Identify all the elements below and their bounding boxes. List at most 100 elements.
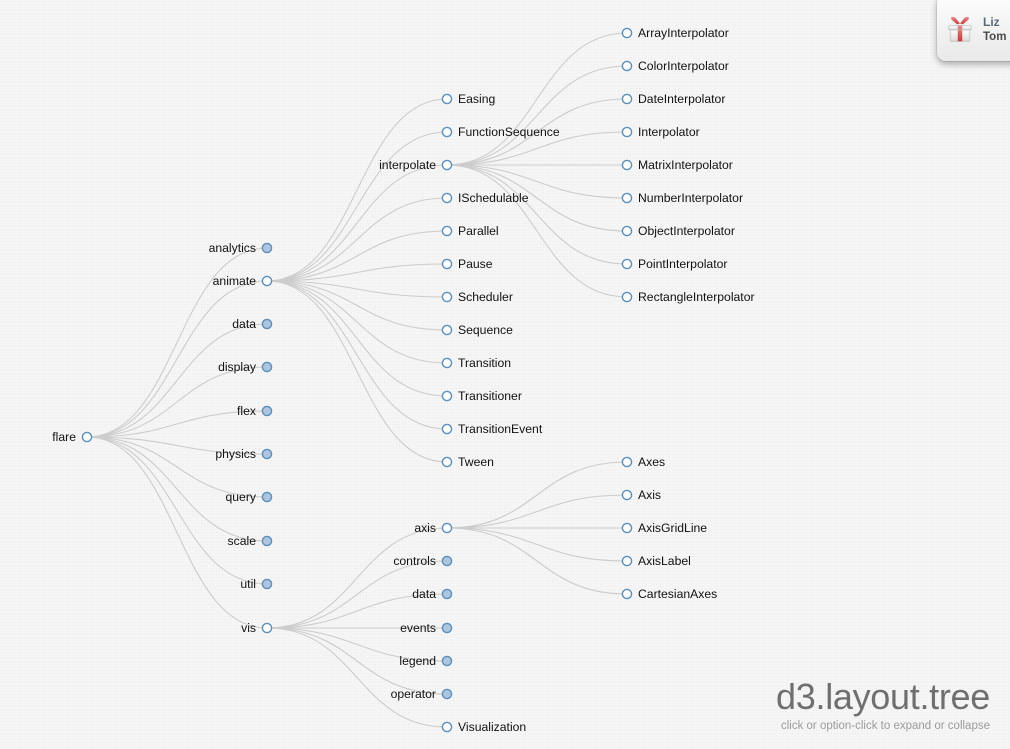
node-label[interactable]: animate — [213, 274, 257, 288]
node-circle[interactable] — [621, 555, 633, 567]
node-circle[interactable] — [621, 27, 633, 39]
tree-node-FunctionSequence[interactable]: FunctionSequence — [441, 125, 560, 139]
tree-node-ArrayInterpolator[interactable]: ArrayInterpolator — [621, 26, 729, 40]
tree-node-CartesianAxes[interactable]: CartesianAxes — [621, 587, 717, 601]
node-circle[interactable] — [261, 448, 273, 460]
tree-node-TransitionEvent[interactable]: TransitionEvent — [441, 422, 543, 436]
node-label[interactable]: Easing — [458, 92, 495, 106]
node-label[interactable]: TransitionEvent — [458, 422, 543, 436]
node-label[interactable]: flex — [237, 404, 256, 418]
node-circle[interactable] — [261, 535, 273, 547]
tree-node-query[interactable]: query — [226, 490, 273, 504]
node-circle[interactable] — [621, 159, 633, 171]
tree-node-events[interactable]: events — [400, 621, 453, 635]
tree-node-ObjectInterpolator[interactable]: ObjectInterpolator — [621, 224, 735, 238]
tree-node-axis[interactable]: axis — [414, 521, 453, 535]
node-label[interactable]: Tween — [458, 455, 494, 469]
node-label[interactable]: Axis — [638, 488, 661, 502]
node-circle[interactable] — [621, 588, 633, 600]
node-label[interactable]: Scheduler — [458, 290, 513, 304]
node-circle[interactable] — [441, 258, 453, 270]
node-circle[interactable] — [261, 405, 273, 417]
node-circle[interactable] — [621, 258, 633, 270]
node-circle[interactable] — [621, 291, 633, 303]
node-label[interactable]: AxisGridLine — [638, 521, 707, 535]
tree-node-vis[interactable]: vis — [241, 621, 273, 635]
node-label[interactable]: analytics — [209, 241, 256, 255]
node-label[interactable]: Pause — [458, 257, 493, 271]
tree-node-Transitioner[interactable]: Transitioner — [441, 389, 522, 403]
tree-node-NumberInterpolator[interactable]: NumberInterpolator — [621, 191, 743, 205]
tree-node-PointInterpolator[interactable]: PointInterpolator — [621, 257, 727, 271]
tree-node-controls[interactable]: controls — [393, 554, 453, 568]
tree-node-Transition[interactable]: Transition — [441, 356, 511, 370]
tree-node-data[interactable]: data — [232, 317, 273, 331]
tree-node-flex[interactable]: flex — [237, 404, 273, 418]
tree-node-AxisGridLine[interactable]: AxisGridLine — [621, 521, 707, 535]
node-label[interactable]: query — [226, 490, 257, 504]
node-circle[interactable] — [441, 522, 453, 534]
tree-node-Visualization[interactable]: Visualization — [441, 720, 526, 734]
node-circle[interactable] — [621, 60, 633, 72]
node-circle[interactable] — [441, 622, 453, 634]
tree-node-Easing[interactable]: Easing — [441, 92, 495, 106]
tree-node-AxisLabel[interactable]: AxisLabel — [621, 554, 691, 568]
node-label[interactable]: data — [412, 587, 436, 601]
tree-node-util[interactable]: util — [240, 577, 273, 591]
node-label[interactable]: FunctionSequence — [458, 125, 560, 139]
node-circle[interactable] — [261, 491, 273, 503]
node-circle[interactable] — [81, 431, 93, 443]
tree-node-Sequence[interactable]: Sequence — [441, 323, 513, 337]
node-circle[interactable] — [621, 456, 633, 468]
node-label[interactable]: ISchedulable — [458, 191, 529, 205]
node-circle[interactable] — [441, 688, 453, 700]
node-circle[interactable] — [261, 242, 273, 254]
node-circle[interactable] — [621, 489, 633, 501]
tree-node-interpolate[interactable]: interpolate — [379, 158, 453, 172]
tree-node-Axes[interactable]: Axes — [621, 455, 665, 469]
node-label[interactable]: PointInterpolator — [638, 257, 727, 271]
node-circle[interactable] — [441, 390, 453, 402]
node-label[interactable]: Interpolator — [638, 125, 700, 139]
tree-node-animate[interactable]: animate — [213, 274, 273, 288]
node-circle[interactable] — [261, 318, 273, 330]
tree-node-Parallel[interactable]: Parallel — [441, 224, 499, 238]
tree-node-Scheduler[interactable]: Scheduler — [441, 290, 513, 304]
node-label[interactable]: RectangleInterpolator — [638, 290, 755, 304]
node-circle[interactable] — [441, 721, 453, 733]
node-circle[interactable] — [261, 578, 273, 590]
tree-node-legend[interactable]: legend — [399, 654, 453, 668]
node-label[interactable]: NumberInterpolator — [638, 191, 743, 205]
node-circle[interactable] — [441, 423, 453, 435]
node-label[interactable]: Sequence — [458, 323, 513, 337]
node-label[interactable]: util — [240, 577, 256, 591]
tree-node-operator[interactable]: operator — [391, 687, 453, 701]
node-circle[interactable] — [621, 225, 633, 237]
node-label[interactable]: axis — [414, 521, 436, 535]
tree-node-RectangleInterpolator[interactable]: RectangleInterpolator — [621, 290, 755, 304]
node-circle[interactable] — [621, 192, 633, 204]
node-label[interactable]: MatrixInterpolator — [638, 158, 733, 172]
node-label[interactable]: Parallel — [458, 224, 499, 238]
tree-node-MatrixInterpolator[interactable]: MatrixInterpolator — [621, 158, 733, 172]
node-label[interactable]: scale — [228, 534, 257, 548]
node-circle[interactable] — [441, 291, 453, 303]
notification-card[interactable]: Liz Tom — [937, 0, 1010, 61]
tree-nodes-layer[interactable]: flareanalyticsanimatedatadisplayflexphys… — [52, 26, 754, 734]
tree-node-ISchedulable[interactable]: ISchedulable — [441, 191, 529, 205]
node-label[interactable]: ArrayInterpolator — [638, 26, 729, 40]
node-label[interactable]: data — [232, 317, 256, 331]
tree-node-Tween[interactable]: Tween — [441, 455, 494, 469]
node-label[interactable]: ColorInterpolator — [638, 59, 729, 73]
node-circle[interactable] — [441, 324, 453, 336]
tree-node-Axis[interactable]: Axis — [621, 488, 661, 502]
node-label[interactable]: controls — [393, 554, 436, 568]
node-circle[interactable] — [441, 126, 453, 138]
tree-node-Pause[interactable]: Pause — [441, 257, 493, 271]
node-label[interactable]: operator — [391, 687, 436, 701]
node-circle[interactable] — [441, 555, 453, 567]
node-label[interactable]: CartesianAxes — [638, 587, 717, 601]
node-label[interactable]: Transitioner — [458, 389, 522, 403]
node-circle[interactable] — [441, 357, 453, 369]
